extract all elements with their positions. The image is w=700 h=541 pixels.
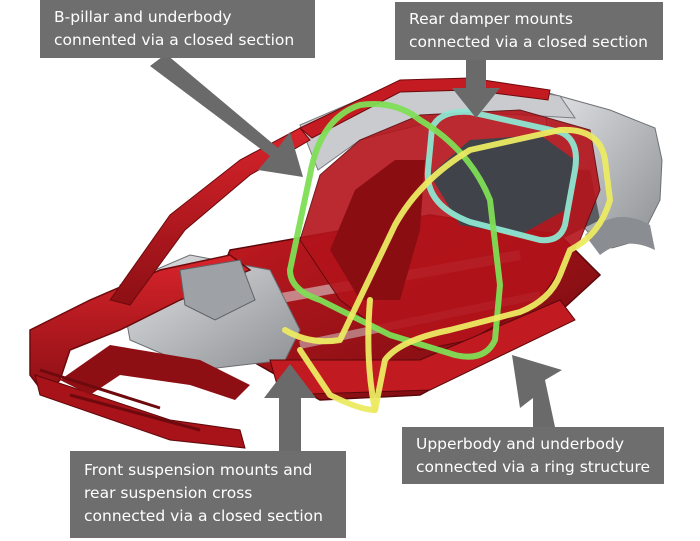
front-suspension-tower bbox=[179, 259, 256, 321]
front-suspension-arrow bbox=[264, 364, 316, 451]
callout-line: Front suspension mounts and bbox=[84, 461, 313, 479]
highlight-rings bbox=[282, 101, 613, 413]
yellow-upperbody-ring bbox=[282, 126, 613, 413]
callout-line: Rear damper mounts bbox=[409, 10, 573, 28]
callout-line: B-pillar and underbody bbox=[54, 8, 232, 26]
callout-front-suspension-mounts: Front suspension mounts and rear suspens… bbox=[70, 451, 346, 538]
callout-line: rear suspension cross bbox=[84, 484, 253, 502]
callout-line: Upperbody and underbody bbox=[416, 435, 625, 453]
arrows bbox=[150, 54, 562, 451]
callout-line: connented via a closed section bbox=[54, 31, 295, 49]
callout-line: connected via a ring structure bbox=[416, 458, 651, 476]
callout-line: connected via a closed section bbox=[84, 507, 323, 525]
b-pillar-arrow bbox=[150, 54, 303, 177]
callout-upperbody-ring-structure: Upperbody and underbody connected via a … bbox=[402, 427, 664, 484]
rear-wheel-arch bbox=[585, 217, 655, 255]
door-opening bbox=[330, 160, 425, 300]
front-crossbar bbox=[39, 368, 161, 410]
callout-b-pillar-underbody: B-pillar and underbody connented via a c… bbox=[40, 0, 315, 58]
a-pillar bbox=[109, 127, 311, 306]
front-crossbar bbox=[69, 393, 201, 432]
callout-line: connected via a closed section bbox=[409, 33, 648, 51]
yellow-ring-lower bbox=[365, 297, 378, 413]
rear-damper-arrow bbox=[452, 60, 500, 118]
cyan-rear-damper-ring bbox=[424, 108, 579, 244]
callout-rear-damper-mounts: Rear damper mounts connected via a close… bbox=[395, 2, 663, 60]
front-lower-frame bbox=[60, 345, 250, 400]
upperbody-ring-arrow bbox=[512, 355, 562, 427]
